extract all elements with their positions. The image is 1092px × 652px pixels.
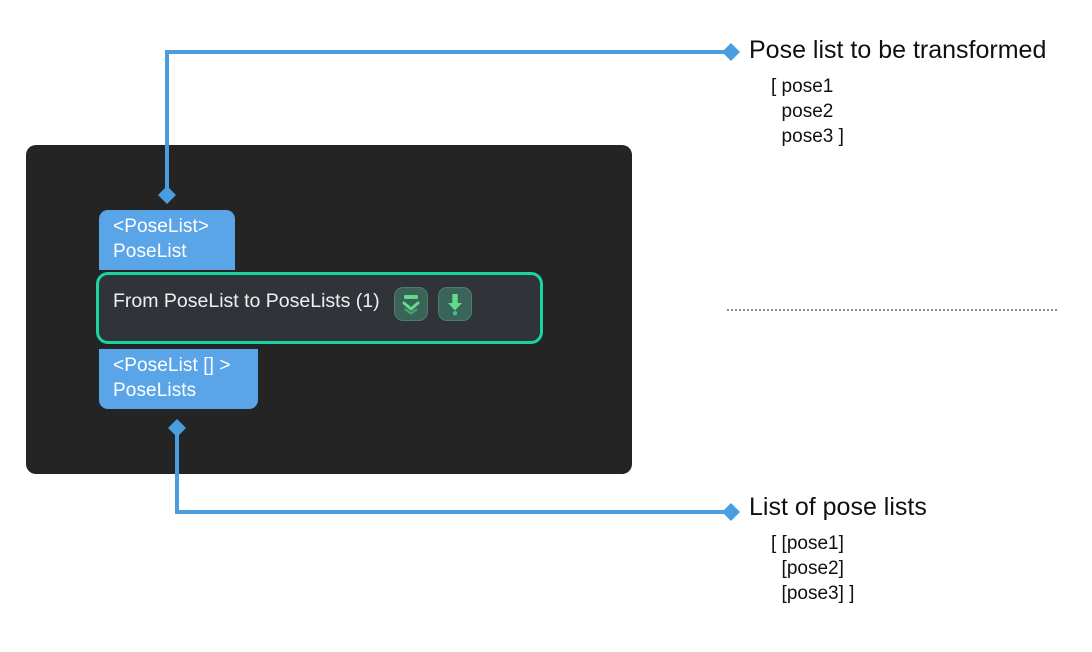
- annotation-input-title: Pose list to be transformed: [749, 36, 1047, 64]
- annotation-input-body: [ pose1 pose2 pose3 ]: [771, 76, 844, 147]
- execute-down-icon[interactable]: [437, 287, 472, 321]
- annotation-output: List of pose lists [ [pose1] [pose2] [po…: [749, 493, 927, 606]
- node-input-port-type: <PoseList>: [113, 216, 210, 237]
- node-input-port[interactable]: <PoseList> PoseList: [99, 210, 235, 270]
- node-title: From PoseList to PoseLists (1): [113, 290, 380, 312]
- dotted-divider: [727, 309, 1057, 311]
- node-output-port-type: <PoseList [] >: [113, 355, 231, 376]
- node-output-port[interactable]: <PoseList [] > PoseLists: [99, 349, 258, 409]
- collapse-all-icon[interactable]: [393, 287, 428, 321]
- node-action-buttons: [393, 287, 472, 321]
- annotation-input: Pose list to be transformed [ pose1 pose…: [749, 36, 1046, 149]
- node-body[interactable]: From PoseList to PoseLists (1): [96, 272, 543, 344]
- annotation-output-body: [ [pose1] [pose2] [pose3] ]: [771, 533, 855, 604]
- node-from-poselist-to-poselists[interactable]: <PoseList> PoseList From PoseList to Pos…: [96, 210, 546, 409]
- node-input-port-name: PoseList: [113, 241, 187, 262]
- annotation-input-diamond: [722, 43, 740, 61]
- annotation-output-title: List of pose lists: [749, 493, 927, 521]
- node-output-port-name: PoseLists: [113, 380, 197, 401]
- annotation-output-diamond: [722, 503, 740, 521]
